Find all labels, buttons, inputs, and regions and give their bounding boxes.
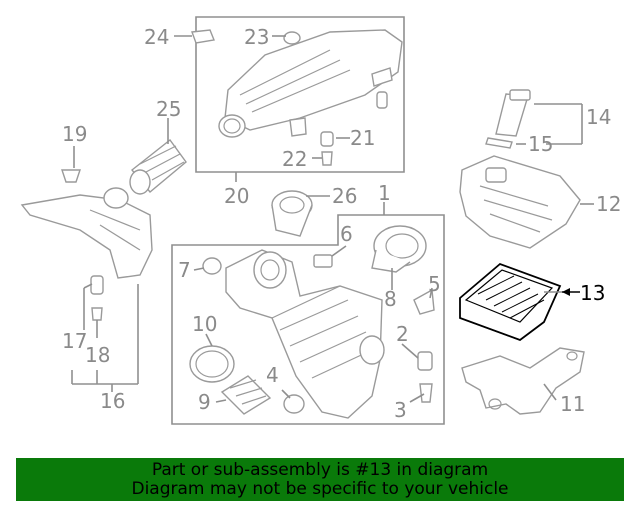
group-box-1 (171, 214, 445, 425)
banner-line-1: Part or sub-assembly is #13 in diagram (151, 460, 489, 480)
bushing-17 (90, 275, 104, 295)
callout-1: 1 (378, 181, 391, 205)
bushing-2 (417, 351, 433, 371)
callout-20: 20 (224, 184, 249, 208)
grommet-23 (283, 31, 301, 45)
air-filter-13 (459, 262, 562, 342)
callout-19: 19 (62, 122, 87, 146)
bolt-3 (419, 383, 433, 403)
callout-21: 21 (350, 126, 375, 150)
callout-8: 8 (384, 287, 397, 311)
callout-25: 25 (156, 97, 181, 121)
callout-23: 23 (244, 25, 269, 49)
callout-12: 12 (596, 192, 621, 216)
bolt-18 (91, 307, 103, 321)
banner-line-2: Diagram may not be specific to your vehi… (131, 479, 509, 499)
connector-6 (313, 254, 333, 268)
grommet-7 (202, 257, 222, 275)
callout-7: 7 (178, 258, 191, 282)
intake-manifold-12 (459, 155, 581, 249)
callout-10: 10 (192, 312, 217, 336)
grommet-4 (283, 394, 305, 414)
bracket-11 (461, 347, 585, 415)
callout-2: 2 (396, 322, 409, 346)
callout-13-arrow (562, 288, 570, 296)
resonator-16 (20, 187, 153, 279)
callout-13: 13 (580, 281, 605, 305)
info-banner: Part or sub-assembly is #13 in diagram D… (16, 458, 624, 501)
hose-9 (220, 375, 272, 415)
callout-16: 16 (100, 389, 125, 413)
callout-14: 14 (586, 105, 611, 129)
air-cleaner-cover (218, 29, 403, 138)
callout-18: 18 (85, 343, 110, 367)
clamp-10-inner (195, 350, 229, 378)
parts-diagram: 24 23 25 19 21 22 20 26 1 6 7 8 5 13 12 … (20, 16, 621, 425)
callout-3: 3 (394, 398, 407, 422)
seal-15 (485, 137, 513, 149)
intake-duct-25 (129, 138, 187, 195)
air-cleaner-case (225, 249, 385, 419)
sensor-14 (495, 89, 531, 137)
callout-22: 22 (282, 147, 307, 171)
callout-5: 5 (428, 272, 441, 296)
intake-tube-8 (371, 225, 427, 273)
bushing-21 (320, 91, 388, 147)
callout-17: 17 (62, 329, 87, 353)
callout-6: 6 (340, 222, 353, 246)
callout-9: 9 (198, 390, 211, 414)
callout-24: 24 (144, 25, 169, 49)
bracket-5 (413, 288, 435, 315)
callout-4: 4 (266, 363, 279, 387)
bolt-22 (321, 151, 333, 166)
callout-26: 26 (332, 184, 357, 208)
callout-15: 15 (528, 132, 553, 156)
clip-24 (191, 29, 215, 44)
leader-lines (71, 35, 594, 403)
clip-19 (61, 169, 81, 183)
callout-11: 11 (560, 392, 585, 416)
sensor-26 (271, 190, 313, 237)
group-box-20 (195, 16, 405, 173)
